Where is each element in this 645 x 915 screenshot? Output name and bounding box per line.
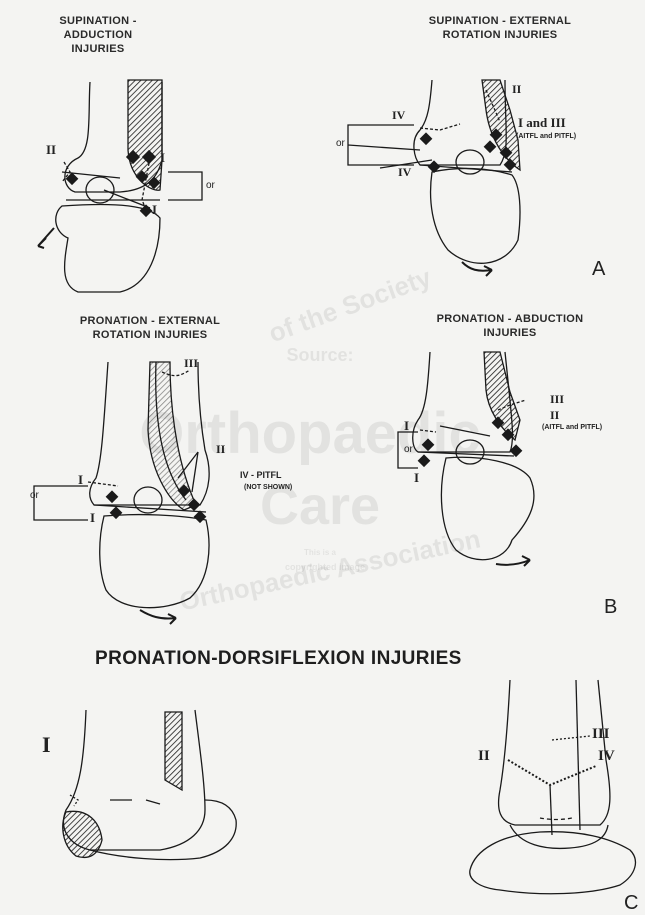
pab-label-ii: II [550, 408, 559, 423]
ser-talus [431, 168, 520, 263]
pab-label-iii: III [550, 392, 564, 407]
pdf-title: PRONATION-DORSIFLEXION INJURIES [95, 648, 462, 670]
per-label-i-upper: I [78, 472, 83, 488]
per-title-line-2: ROTATION INJURIES [60, 328, 240, 342]
pab-title-line-2: INJURIES [420, 326, 600, 340]
sad-title: SUPINATION - ADDUCTION INJURIES [28, 14, 168, 56]
per-title: PRONATION - EXTERNAL ROTATION INJURIES [60, 314, 240, 342]
pab-label-i-lower: I [414, 470, 419, 486]
ser-diagram [348, 80, 520, 276]
sad-talar-dome [86, 177, 114, 203]
sad-title-line-2: INJURIES [28, 42, 168, 56]
sad-diagram [38, 80, 202, 292]
pdf-label-i: I [42, 732, 51, 758]
panel-letter-b: B [604, 596, 617, 619]
ser-title: SUPINATION - EXTERNAL ROTATION INJURIES [410, 14, 590, 42]
pdf-right-talus [510, 825, 608, 848]
sad-title-line-1: SUPINATION - ADDUCTION [28, 14, 168, 42]
pab-fibula [484, 352, 520, 440]
pab-label-or: or [404, 444, 413, 455]
sad-bracket [168, 172, 202, 200]
pab-arrow [496, 556, 530, 566]
per-talus [100, 515, 209, 608]
ser-label-note: (AITFL and PITFL) [516, 133, 576, 140]
sad-label-or: or [206, 180, 215, 191]
pdf-left-fibula [165, 712, 182, 790]
pab-label-i-upper: I [404, 418, 409, 434]
per-label-or: or [30, 490, 39, 501]
per-arrow [140, 610, 176, 624]
ser-arrow [462, 262, 492, 276]
pdf-label-ii: II [478, 748, 490, 765]
per-label-i-lower: I [90, 510, 95, 526]
sad-talus [56, 205, 160, 293]
pdf-right-diagram [470, 680, 636, 894]
pdf-label-iii: III [592, 726, 610, 743]
per-label-iv: IV - PITFL [240, 470, 282, 480]
pab-title: PRONATION - ABDUCTION INJURIES [420, 312, 600, 340]
pab-fracture-i [420, 430, 436, 432]
per-label-not-shown: (NOT SHOWN) [244, 484, 292, 491]
per-title-line-1: PRONATION - EXTERNAL [60, 314, 240, 328]
pab-title-line-1: PRONATION - ABDUCTION [420, 312, 600, 326]
sad-label-ii: II [46, 142, 56, 158]
sad-arrow [38, 228, 54, 248]
ser-talar-dome [456, 150, 484, 174]
pdf-left-diagram [63, 710, 236, 860]
pab-diagram [398, 352, 534, 566]
ser-fracture-iv [420, 124, 460, 130]
pdf-right-fracture-ii [508, 760, 596, 785]
pdf-left-fragment [63, 811, 102, 857]
panel-letter-c: C [624, 892, 638, 915]
ser-bracket [348, 125, 414, 165]
ser-label-or: or [336, 138, 345, 149]
pdf-right-calcaneus [470, 832, 636, 894]
per-bracket [34, 486, 88, 520]
pdf-label-iv: IV [598, 748, 615, 765]
pdf-right-fracture-iii [552, 736, 590, 740]
ser-title-line-2: ROTATION INJURIES [410, 28, 590, 42]
sad-label-i-upper: I [160, 150, 165, 166]
per-diagram [34, 362, 209, 624]
panel-letter-a: A [592, 258, 605, 281]
ser-label-iv-lower: IV [398, 165, 411, 180]
ser-label-ii: II [512, 82, 521, 97]
ser-label-i-and-iii: I and III [518, 115, 566, 131]
pab-talus [441, 457, 534, 559]
pdf-right-tibia [499, 680, 610, 825]
per-label-ii: II [216, 442, 225, 457]
ser-title-line-1: SUPINATION - EXTERNAL [410, 14, 590, 28]
pdf-right-split [550, 785, 552, 835]
pab-label-note: (AITFL and PITFL) [542, 424, 602, 431]
sad-label-i-lower: I [152, 202, 157, 218]
ser-label-iv-upper: IV [392, 108, 405, 123]
pdf-right-fibula-line [576, 680, 580, 830]
per-label-iii: III [184, 356, 198, 371]
